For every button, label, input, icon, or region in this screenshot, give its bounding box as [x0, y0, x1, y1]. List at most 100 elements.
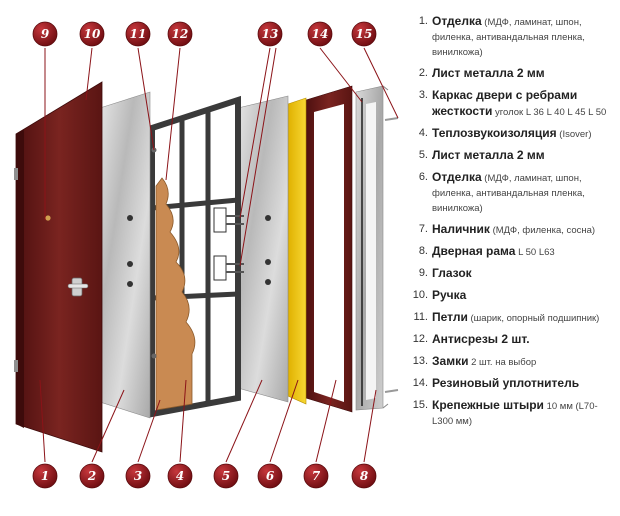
- insulation-layer: [155, 177, 196, 411]
- legend-item: 5. Лист металла 2 мм: [412, 148, 616, 164]
- legend-item-details: (МДФ, ламинат, шпон, филенка, антивандал…: [432, 17, 585, 58]
- legend-item: 3. Каркас двери с ребрами жесткости уголо…: [412, 88, 616, 120]
- legend-item: 7.Наличник (МДФ, филенка, сосна): [412, 222, 616, 238]
- legend-item-number: 5.: [418, 149, 428, 161]
- legend-item: 13.Замки 2 шт. на выбор: [412, 354, 616, 370]
- legend-item-details: уголок L 36 L 40 L 45 L 50: [492, 107, 607, 118]
- callout-12: 12: [167, 21, 193, 47]
- metal-sheet-outer: [99, 91, 151, 419]
- legend-item-number: 3.: [418, 89, 428, 101]
- leader-11: [137, 47, 155, 151]
- leader-2: [91, 389, 125, 463]
- callout-11: 11: [125, 21, 151, 47]
- fixing-pins: [384, 117, 399, 393]
- callout-badge-circle: [351, 21, 377, 47]
- legend-item: 10.Ручка: [412, 288, 616, 304]
- legend-item-title: Ручка: [432, 288, 467, 302]
- metal-sheet-inner: [237, 95, 289, 403]
- callout-badge-circle: [32, 463, 58, 489]
- callout-badge-label: 5: [222, 469, 230, 483]
- callout-3: 3: [125, 463, 151, 489]
- legend-item-number: 6.: [418, 171, 428, 183]
- door-frame-layer: [355, 85, 389, 411]
- callout-badge-circle: [79, 463, 105, 489]
- leader-8: [363, 389, 377, 463]
- callout-badge-label: 10: [84, 27, 101, 41]
- callout-10: 10: [79, 21, 105, 47]
- callout-badge-circle: [32, 21, 58, 47]
- legend-item: 8.Дверная рама L 50 L63: [412, 244, 616, 260]
- leader-4: [179, 379, 187, 463]
- callout-badge-label: 12: [172, 27, 189, 41]
- legend-item: 6.Отделка (МДФ, ламинат, шпон, филенка, …: [412, 170, 616, 216]
- callout-badge-label: 15: [356, 27, 373, 41]
- finish-panel-inner: [287, 97, 307, 405]
- legend-item-title: Замки: [432, 354, 469, 368]
- leader-13b: [239, 47, 277, 267]
- leader-7: [315, 379, 337, 463]
- legend-item: 14.Резиновый уплотнитель: [412, 376, 616, 392]
- leader-6: [269, 379, 299, 463]
- legend-item: 4.Теплозвукоизоляция (Isover): [412, 126, 616, 142]
- callout-15: 15: [351, 21, 377, 47]
- legend-item-number: 14.: [412, 377, 428, 389]
- legend-item-title: Лист металла 2 мм: [432, 148, 545, 162]
- callout-badge-circle: [257, 463, 283, 489]
- callout-badge-circle: [125, 463, 151, 489]
- callout-14: 14: [307, 21, 333, 47]
- callout-7: 7: [303, 463, 329, 489]
- legend-item: 1.Отделка (МДФ, ламинат, шпон, филенка, …: [412, 14, 616, 60]
- architrave-layer: [305, 85, 353, 413]
- callout-badge-circle: [125, 21, 151, 47]
- legend-item-number: 4.: [418, 127, 428, 139]
- legend-item-title: Отделка: [432, 170, 482, 184]
- leader-12: [165, 47, 181, 181]
- legend-item-details: 2 шт. на выбор: [468, 357, 537, 368]
- leader-15: [363, 47, 399, 119]
- callout-badge-label: 2: [87, 469, 96, 483]
- legend-item-title: Петли: [432, 310, 468, 324]
- lock-upper: [213, 207, 227, 233]
- callout-8: 8: [351, 463, 377, 489]
- legend-item-title: Крепежные штыри: [432, 398, 544, 412]
- callout-badge-label: 14: [312, 27, 329, 41]
- legend-item-number: 1.: [418, 15, 428, 27]
- leader-13a: [239, 47, 271, 219]
- legend-item-title: Наличник: [432, 222, 490, 236]
- leader-lines: [39, 47, 399, 463]
- leader-3: [137, 399, 161, 463]
- callout-badge-circle: [303, 463, 329, 489]
- legend-item: 2.Лист металла 2 мм: [412, 66, 616, 82]
- callout-badge-circle: [213, 463, 239, 489]
- callout-badge-label: 11: [130, 27, 147, 41]
- callout-badge-circle: [79, 21, 105, 47]
- callout-badge-label: 8: [360, 469, 369, 483]
- legend-item-number: 11.: [413, 311, 428, 323]
- callout-badge-label: 1: [41, 469, 49, 483]
- callout-5: 5: [213, 463, 239, 489]
- legend-item-details: (МДФ, филенка, сосна): [489, 225, 596, 236]
- peephole-icon: [45, 215, 51, 221]
- anti-cut-pin: [151, 353, 157, 359]
- hinge-icon: [14, 360, 18, 372]
- leader-14: [319, 47, 363, 103]
- legend-item-title: Теплозвукоизоляция: [432, 126, 557, 140]
- hinge-icon: [14, 168, 18, 180]
- callout-badge-circle: [257, 21, 283, 47]
- legend-item-title: Глазок: [432, 266, 472, 280]
- legend-item-title: Дверная рама: [432, 244, 516, 258]
- legend-list: 1. Отделка (МДФ, ламинат, шпон, филенка, …: [412, 14, 616, 435]
- callout-6: 6: [257, 463, 283, 489]
- legend-item-number: 12.: [412, 333, 428, 345]
- legend-item-title: Каркас двери с ребрами жесткости: [432, 88, 578, 118]
- callout-badge-label: 3: [134, 469, 142, 483]
- callout-badge-label: 13: [262, 27, 279, 41]
- legend-item: 11.Петли (шарик, опорный подшипник): [412, 310, 616, 326]
- callout-2: 2: [79, 463, 105, 489]
- legend-item-title: Лист металла 2 мм: [432, 66, 545, 80]
- callout-badge-label: 4: [176, 469, 184, 483]
- callout-13: 13: [257, 21, 283, 47]
- leader-10: [85, 47, 93, 101]
